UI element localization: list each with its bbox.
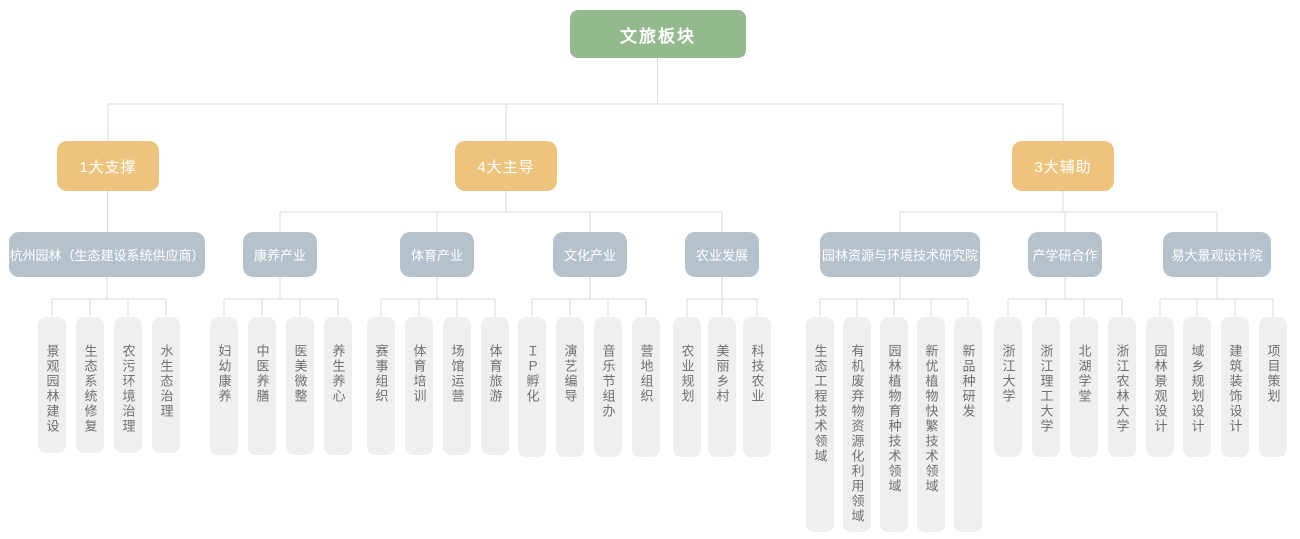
leaf-node: 域乡规划设计 — [1183, 317, 1211, 457]
category-node-agriculture: 农业发展 — [685, 232, 759, 277]
leaf-label: 有机废弃物资源化利用领域 — [849, 344, 865, 524]
leaf-label: 域乡规划设计 — [1189, 344, 1205, 434]
leaf-node: 美丽乡村 — [708, 317, 736, 457]
leaf-node: 景观园林建设 — [38, 317, 66, 453]
connector-branch2-to-categories — [279, 191, 723, 232]
connector-category3-to-leaves — [380, 277, 496, 317]
category-node-yida-design: 易大景观设计院 — [1163, 232, 1271, 277]
leaf-label: 新优植物快繁技术领域 — [923, 344, 939, 494]
leaf-node: 中医养膳 — [248, 317, 276, 455]
leaf-node: 养生养心 — [324, 317, 352, 455]
root-node: 文旅板块 — [570, 10, 746, 58]
leaf-label: 新品种研发 — [960, 344, 976, 419]
leaf-node: 北湖学堂 — [1070, 317, 1098, 457]
connector-branch3-to-categories — [899, 191, 1218, 232]
leaf-node: 浙江大学 — [994, 317, 1022, 457]
leaf-node: 演艺编导 — [556, 317, 584, 457]
leaf-node: 有机废弃物资源化利用领域 — [843, 317, 871, 532]
leaf-node: 新品种研发 — [954, 317, 982, 532]
connector-category6-to-leaves — [819, 277, 969, 317]
leaf-node: 体育培训 — [405, 317, 433, 455]
leaf-label: 音乐节组办 — [600, 344, 616, 419]
leaf-node: 生态工程技术领域 — [806, 317, 834, 532]
leaf-node: 项目策划 — [1259, 317, 1287, 457]
leaf-label: 生态系统修复 — [82, 344, 98, 434]
leaf-label: 营地组织 — [638, 344, 654, 404]
connector-root-to-branches — [107, 58, 1064, 141]
leaf-label: 养生养心 — [330, 344, 346, 404]
leaf-label: 园林植物育种技术领域 — [886, 344, 902, 494]
leaf-label: 演艺编导 — [562, 344, 578, 404]
category-node-culture-industry: 文化产业 — [553, 232, 627, 277]
leaf-node: ＩＰ孵化 — [518, 317, 546, 457]
leaf-label: 农污环境治理 — [120, 344, 136, 434]
leaf-node: 园林景观设计 — [1146, 317, 1174, 457]
leaf-label: 体育旅游 — [487, 344, 503, 404]
leaf-node: 体育旅游 — [481, 317, 509, 455]
leaf-label: 科技农业 — [749, 344, 765, 404]
leaf-node: 浙江农林大学 — [1108, 317, 1136, 457]
leaf-label: 浙江大学 — [1000, 344, 1016, 404]
leaf-node: 生态系统修复 — [76, 317, 104, 453]
leaf-label: 景观园林建设 — [44, 344, 60, 434]
leaf-label: 水生态治理 — [158, 344, 174, 419]
leaf-node: 营地组织 — [632, 317, 660, 457]
leaf-node: 新优植物快繁技术领域 — [917, 317, 945, 532]
leaf-label: ＩＰ孵化 — [524, 344, 540, 404]
leaf-label: 美丽乡村 — [714, 344, 730, 404]
category-node-research-institute: 园林资源与环境技术研究院 — [820, 232, 980, 277]
connector-category4-to-leaves — [531, 277, 647, 317]
category-node-industry-academia: 产学研合作 — [1028, 232, 1102, 277]
leaf-node: 科技农业 — [743, 317, 771, 457]
leaf-node: 建筑装饰设计 — [1221, 317, 1249, 457]
leaf-node: 农业规划 — [673, 317, 701, 457]
leaf-label: 妇幼康养 — [216, 344, 232, 404]
branch-node-support: 1大支撑 — [57, 141, 159, 191]
leaf-node: 浙江理工大学 — [1032, 317, 1060, 457]
branch-node-main: 4大主导 — [455, 141, 557, 191]
leaf-node: 园林植物育种技术领域 — [880, 317, 908, 532]
leaf-label: 浙江理工大学 — [1038, 344, 1054, 434]
leaf-label: 场馆运营 — [449, 344, 465, 404]
leaf-label: 浙江农林大学 — [1114, 344, 1130, 434]
leaf-label: 项目策划 — [1265, 344, 1281, 404]
leaf-label: 农业规划 — [679, 344, 695, 404]
leaf-label: 体育培训 — [411, 344, 427, 404]
connector-category5-to-leaves — [686, 277, 758, 317]
category-node-sports-industry: 体育产业 — [400, 232, 474, 277]
connector-category7-to-leaves — [1007, 277, 1123, 317]
leaf-node: 音乐节组办 — [594, 317, 622, 457]
leaf-label: 赛事组织 — [373, 344, 389, 404]
leaf-node: 农污环境治理 — [114, 317, 142, 453]
connector-category8-to-leaves — [1159, 277, 1274, 317]
leaf-label: 建筑装饰设计 — [1227, 344, 1243, 434]
leaf-node: 场馆运营 — [443, 317, 471, 455]
category-node-health-industry: 康养产业 — [243, 232, 317, 277]
leaf-label: 北湖学堂 — [1076, 344, 1092, 404]
category-node-hangzhou-garden: 杭州园林（生态建设系统供应商） — [9, 232, 205, 277]
leaf-label: 园林景观设计 — [1152, 344, 1168, 434]
leaf-node: 赛事组织 — [367, 317, 395, 455]
leaf-label: 生态工程技术领域 — [812, 344, 828, 464]
leaf-node: 医美微整 — [286, 317, 314, 455]
leaf-label: 中医养膳 — [254, 344, 270, 404]
branch-node-auxiliary: 3大辅助 — [1012, 141, 1114, 191]
connector-category1-to-leaves — [51, 277, 167, 317]
leaf-node: 水生态治理 — [152, 317, 180, 453]
leaf-label: 医美微整 — [292, 344, 308, 404]
connector-category2-to-leaves — [223, 277, 339, 317]
leaf-node: 妇幼康养 — [210, 317, 238, 455]
